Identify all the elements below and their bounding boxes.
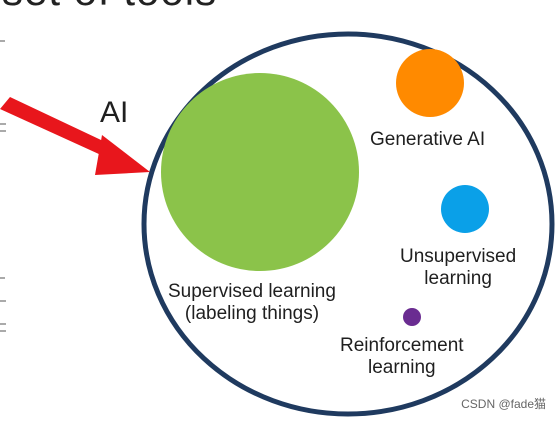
supervised-learning-circle [161, 73, 359, 271]
generative-ai-label: Generative AI [370, 129, 486, 150]
ai-outer-circle [141, 31, 555, 417]
reinforcement-learning-circle [403, 308, 421, 326]
supervised-label-line2: (labeling things) [184, 302, 320, 324]
reinforcement-label-line1: Reinforcement [340, 335, 464, 356]
unsupervised-learning-label: Unsupervised learning [400, 246, 516, 290]
partial-title: set of tools [2, 0, 217, 15]
watermark: CSDN @fade猫 [461, 397, 546, 411]
generative-ai-circle [396, 49, 464, 117]
reinforcement-learning-label: Reinforcement learning [340, 335, 464, 379]
unsupervised-label-line2: learning [424, 267, 492, 289]
supervised-label-line1: Supervised learning [168, 281, 336, 302]
supervised-learning-label: Supervised learning (labeling things) [168, 281, 336, 325]
pointer-arrow [0, 97, 150, 175]
reinforcement-label-line2: learning [367, 356, 436, 378]
ai-label: AI [100, 96, 129, 129]
unsupervised-label-line1: Unsupervised [400, 246, 517, 267]
edge-marks [0, 40, 6, 332]
unsupervised-learning-circle [441, 185, 489, 233]
